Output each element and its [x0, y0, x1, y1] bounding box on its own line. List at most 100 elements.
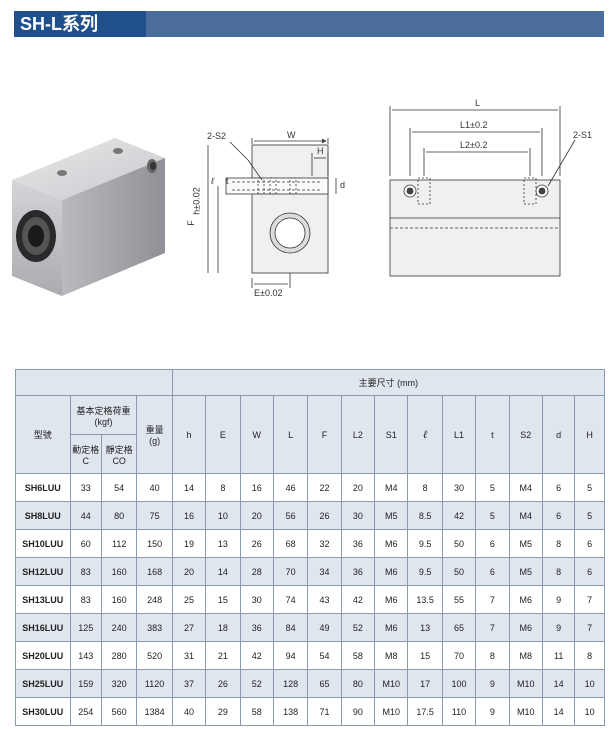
- header-static-title: 靜定格: [105, 444, 133, 455]
- table-cell: 37: [171, 669, 207, 698]
- table-cell: 150: [136, 529, 173, 558]
- table-cell: M6: [374, 613, 409, 642]
- table-cell-model: SH20LUU: [15, 641, 71, 670]
- table-cell: 8: [475, 641, 510, 670]
- spec-table: 主要尺寸 (mm) 型號 基本定格荷重 (kgf) 重量 (g) h E W L…: [15, 369, 606, 726]
- table-cell: 8.5: [407, 501, 443, 530]
- table-cell: 68: [272, 529, 309, 558]
- table-cell: 42: [239, 641, 274, 670]
- table-cell: M5: [508, 529, 543, 558]
- table-cell: 128: [272, 669, 309, 698]
- table-cell: 280: [100, 641, 138, 670]
- header-dim: H: [574, 395, 605, 474]
- table-cell-model: SH25LUU: [15, 669, 71, 698]
- table-cell: 16: [171, 501, 207, 530]
- label-ell: ℓ: [211, 176, 214, 186]
- table-cell-model: SH6LUU: [15, 473, 71, 502]
- table-cell: 7: [475, 613, 510, 642]
- table-cell: 60: [69, 529, 102, 558]
- table-cell: 36: [340, 557, 376, 586]
- label-h: H: [317, 146, 324, 156]
- header-dim: t: [475, 395, 510, 474]
- table-cell: M6: [374, 585, 409, 614]
- table-cell: 75: [136, 501, 173, 530]
- table-cell: 14: [541, 697, 576, 726]
- table-cell: 25: [171, 585, 207, 614]
- table-cell: 9: [541, 585, 576, 614]
- table-cell: M5: [374, 501, 409, 530]
- header-weight-unit: (g): [149, 436, 161, 446]
- table-cell: 6: [541, 501, 576, 530]
- table-cell: 29: [205, 697, 241, 726]
- table-cell: 1120: [136, 669, 173, 698]
- header-dim: h: [171, 395, 207, 474]
- table-cell: 8: [574, 641, 605, 670]
- table-cell: 560: [100, 697, 138, 726]
- table-cell: 5: [475, 473, 510, 502]
- table-cell: 36: [340, 529, 376, 558]
- header-static: 靜定格 CO: [100, 434, 138, 474]
- label-2-s1: 2-S1: [573, 130, 593, 140]
- table-cell: 17: [407, 669, 443, 698]
- label-e-tol: E±0.02: [254, 288, 283, 298]
- table-cell: 80: [340, 669, 376, 698]
- table-cell: 30: [441, 473, 477, 502]
- block-photo: [12, 138, 165, 296]
- label-f: F: [185, 220, 196, 226]
- table-cell: 14: [205, 557, 241, 586]
- table-cell: 42: [340, 585, 376, 614]
- table-cell: M4: [508, 473, 543, 502]
- table-cell: 17.5: [407, 697, 443, 726]
- table-cell: M10: [508, 697, 543, 726]
- table-cell: 13.5: [407, 585, 443, 614]
- table-cell: 83: [69, 557, 102, 586]
- table-cell: 49: [307, 613, 342, 642]
- page-title: SH-L系列: [14, 11, 146, 37]
- table-cell: 36: [239, 613, 274, 642]
- table-cell: 54: [100, 473, 138, 502]
- table-cell: 159: [69, 669, 102, 698]
- header-dim: ℓ: [407, 395, 443, 474]
- table-cell: 42: [441, 501, 477, 530]
- table-cell: M5: [508, 557, 543, 586]
- table-cell: 8: [541, 529, 576, 558]
- label-l: L: [475, 98, 481, 108]
- table-cell: 138: [272, 697, 309, 726]
- table-cell: 9: [475, 669, 510, 698]
- table-cell: 1384: [136, 697, 173, 726]
- header-model: 型號: [15, 395, 71, 474]
- table-cell: 100: [441, 669, 477, 698]
- table-cell: 14: [541, 669, 576, 698]
- table-cell: 19: [171, 529, 207, 558]
- table-cell: 28: [239, 557, 274, 586]
- technical-drawings: [12, 106, 576, 296]
- table-cell-model: SH8LUU: [15, 501, 71, 530]
- table-cell: 6: [475, 557, 510, 586]
- front-view: [207, 138, 337, 288]
- table-cell: 21: [205, 641, 241, 670]
- table-cell: 54: [307, 641, 342, 670]
- table-cell: 15: [407, 641, 443, 670]
- table-cell: 240: [100, 613, 138, 642]
- table-cell: 50: [441, 529, 477, 558]
- table-cell: 5: [574, 473, 605, 502]
- drawings: W H 2-S2 t ℓ d F h±0.02 E±0.02 L L1±0.2 …: [0, 48, 615, 368]
- table-cell: 110: [441, 697, 477, 726]
- table-cell: 248: [136, 585, 173, 614]
- header-dynamic-sym: C: [82, 455, 90, 466]
- table-cell: 10: [205, 501, 241, 530]
- table-cell: 383: [136, 613, 173, 642]
- header-dim: F: [307, 395, 342, 474]
- table-cell: 7: [574, 613, 605, 642]
- table-cell: 20: [340, 473, 376, 502]
- table-cell: 8: [407, 473, 443, 502]
- table-cell: M6: [374, 557, 409, 586]
- table-cell: 90: [340, 697, 376, 726]
- table-cell: 70: [272, 557, 309, 586]
- header-weight: 重量 (g): [136, 395, 173, 474]
- header-dim: d: [541, 395, 576, 474]
- table-cell-model: SH30LUU: [15, 697, 71, 726]
